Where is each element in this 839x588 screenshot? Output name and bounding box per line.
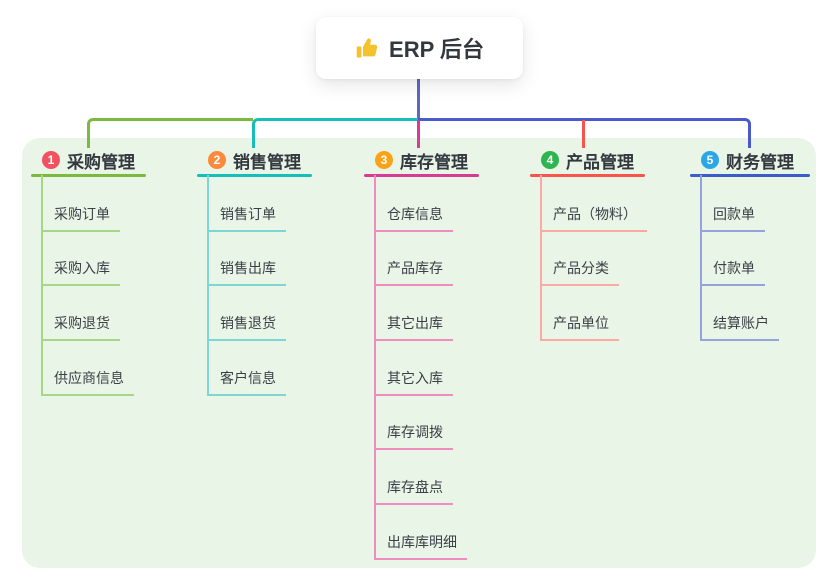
child-label: 产品（物料） (540, 204, 647, 232)
child-label: 库存调拨 (374, 422, 453, 451)
connector-drop-inventory (417, 120, 420, 148)
child-node[interactable]: 产品库存 (364, 232, 524, 287)
connector-drop-product (582, 120, 585, 148)
branch-number-badge: 2 (208, 151, 226, 169)
child-label: 产品分类 (540, 258, 619, 287)
branch-sales: 2 销售管理 销售订单 销售出库 销售退货 客户信息 (197, 146, 357, 396)
child-node[interactable]: 产品单位 (530, 286, 690, 342)
child-node[interactable]: 库存盘点 (364, 450, 524, 506)
child-node[interactable]: 销售订单 (197, 177, 357, 232)
child-label: 客户信息 (207, 368, 286, 396)
branch-underline (197, 174, 312, 177)
branch-underline (31, 174, 146, 177)
branch-node-sales[interactable]: 2 销售管理 (197, 146, 357, 174)
child-node[interactable]: 库存调拨 (364, 396, 524, 451)
branch-title-label: 采购管理 (67, 152, 135, 172)
branch-children-spine (540, 175, 542, 341)
child-label: 采购入库 (41, 258, 120, 287)
child-node[interactable]: 产品分类 (530, 232, 690, 287)
child-node[interactable]: 采购入库 (31, 232, 191, 287)
child-label: 出库库明细 (374, 532, 467, 560)
child-node[interactable]: 客户信息 (197, 341, 357, 396)
branch-number-badge: 1 (42, 151, 60, 169)
child-label: 回款单 (700, 204, 765, 232)
branch-children-spine (374, 175, 376, 559)
branch-children: 仓库信息 产品库存 其它出库 其它入库 库存调拨 库存盘点 出库库明细 (364, 177, 524, 560)
branch-underline (530, 174, 645, 177)
branch-number-badge: 4 (541, 151, 559, 169)
branch-underline (690, 174, 810, 177)
thumbs-up-icon (356, 38, 378, 58)
child-node[interactable]: 结算账户 (690, 286, 839, 342)
branch-children: 采购订单 采购入库 采购退货 供应商信息 (31, 177, 191, 396)
branch-node-finance[interactable]: 5 财务管理 (690, 146, 839, 174)
child-label: 付款单 (700, 258, 765, 287)
child-label: 供应商信息 (41, 368, 134, 396)
child-label: 采购订单 (41, 204, 120, 232)
branch-title-label: 财务管理 (726, 152, 794, 172)
child-node[interactable]: 仓库信息 (364, 177, 524, 232)
child-node[interactable]: 供应商信息 (31, 341, 191, 396)
child-label: 仓库信息 (374, 204, 453, 232)
connector-bus-purchase (87, 118, 253, 148)
child-label: 产品库存 (374, 258, 453, 287)
connector-bus-sales (252, 118, 418, 148)
child-label: 结算账户 (700, 313, 779, 342)
child-node[interactable]: 回款单 (690, 177, 839, 232)
child-label: 销售订单 (207, 204, 286, 232)
branches-background-panel (22, 138, 816, 568)
branch-purchase: 1 采购管理 采购订单 采购入库 采购退货 供应商信息 (31, 146, 191, 396)
child-node[interactable]: 出库库明细 (364, 505, 524, 560)
child-node[interactable]: 产品（物料） (530, 177, 690, 232)
branch-number-badge: 3 (375, 151, 393, 169)
child-label: 采购退货 (41, 313, 120, 342)
branch-number-badge: 5 (701, 151, 719, 169)
branch-children: 回款单 付款单 结算账户 (690, 177, 839, 342)
branch-underline (364, 174, 479, 177)
child-label: 销售退货 (207, 313, 286, 342)
child-node[interactable]: 其它入库 (364, 341, 524, 396)
child-label: 其它入库 (374, 368, 453, 396)
child-node[interactable]: 销售出库 (197, 232, 357, 287)
branch-children-spine (207, 175, 209, 395)
child-label: 其它出库 (374, 313, 453, 342)
child-node[interactable]: 付款单 (690, 232, 839, 287)
branch-title-label: 产品管理 (566, 152, 634, 172)
child-label: 库存盘点 (374, 477, 453, 506)
branch-title-label: 销售管理 (233, 152, 301, 172)
branch-node-product[interactable]: 4 产品管理 (530, 146, 690, 174)
branch-inventory: 3 库存管理 仓库信息 产品库存 其它出库 其它入库 库存调拨 库存盘点 (364, 146, 524, 560)
child-node[interactable]: 销售退货 (197, 286, 357, 342)
child-node[interactable]: 采购订单 (31, 177, 191, 232)
branch-children: 销售订单 销售出库 销售退货 客户信息 (197, 177, 357, 396)
branch-title-label: 库存管理 (400, 152, 468, 172)
branch-node-inventory[interactable]: 3 库存管理 (364, 146, 524, 174)
branch-children-spine (41, 175, 43, 395)
root-node[interactable]: ERP 后台 (316, 17, 523, 79)
child-node[interactable]: 其它出库 (364, 286, 524, 342)
branch-children: 产品（物料） 产品分类 产品单位 (530, 177, 690, 342)
branch-finance: 5 财务管理 回款单 付款单 结算账户 (690, 146, 839, 342)
child-label: 销售出库 (207, 258, 286, 287)
branch-children-spine (700, 175, 702, 341)
connector-bus-finance (418, 118, 751, 148)
branch-product: 4 产品管理 产品（物料） 产品分类 产品单位 (530, 146, 690, 342)
root-title: ERP 后台 (389, 37, 484, 62)
child-node[interactable]: 采购退货 (31, 286, 191, 342)
connector-root-stem (417, 79, 420, 119)
branch-node-purchase[interactable]: 1 采购管理 (31, 146, 191, 174)
child-label: 产品单位 (540, 313, 619, 342)
